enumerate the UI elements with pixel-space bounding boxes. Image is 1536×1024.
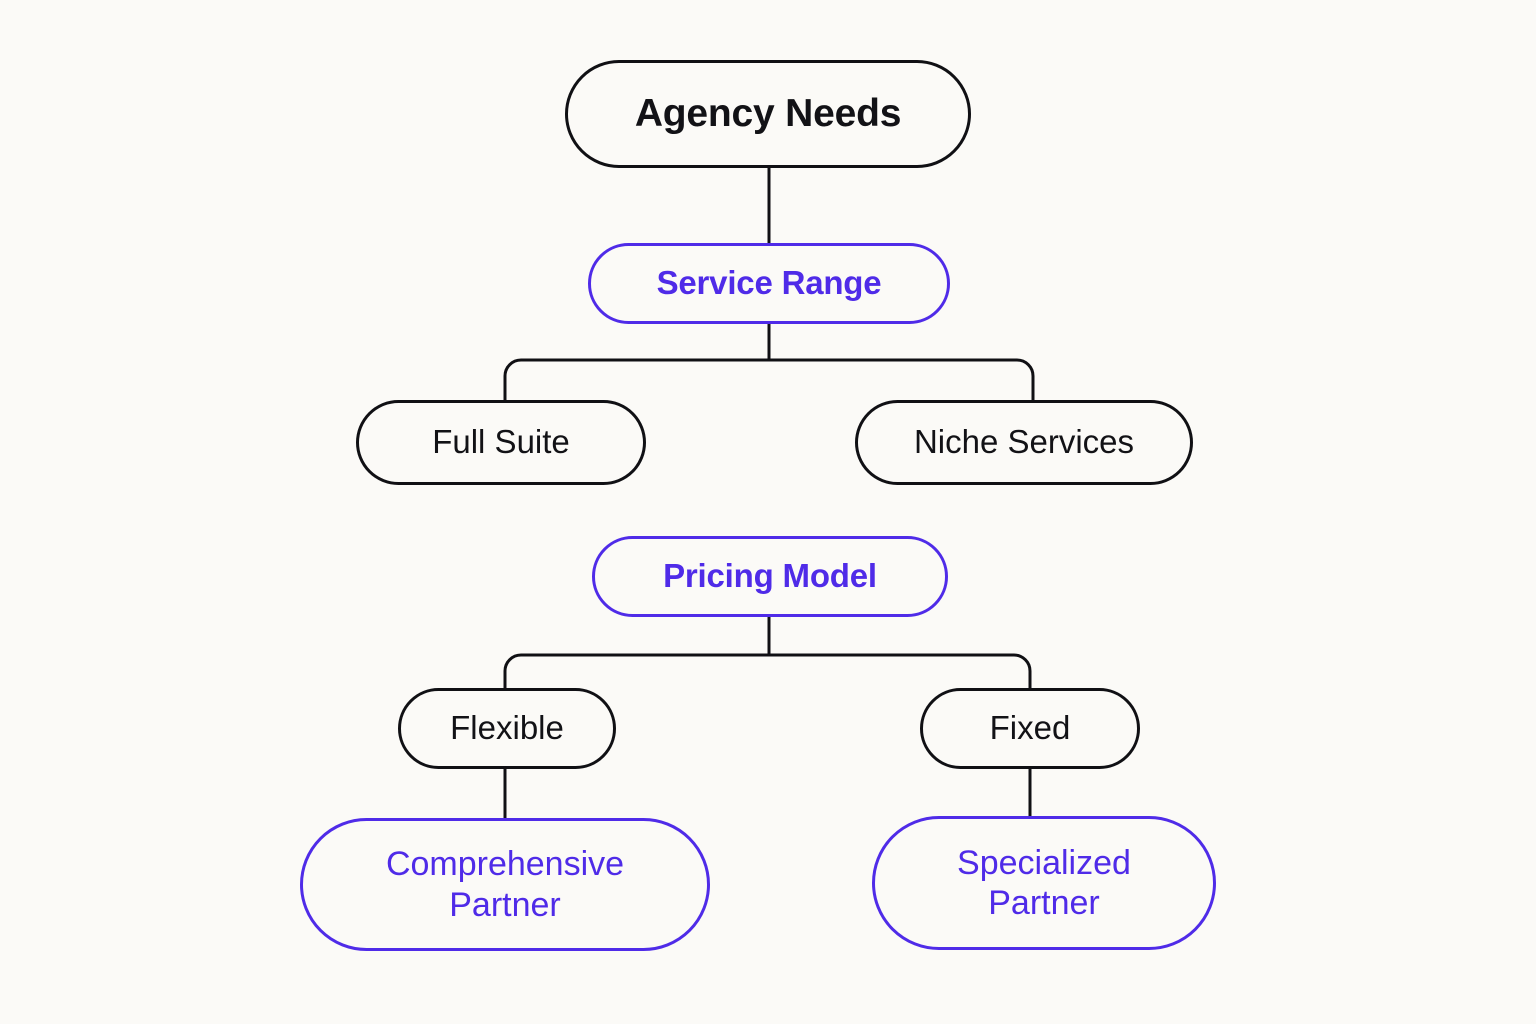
edge-service-range-to-niche-services bbox=[769, 358, 1035, 400]
node-comprehensive-partner[interactable]: Comprehensive Partner bbox=[300, 818, 710, 951]
node-service-range[interactable]: Service Range bbox=[588, 243, 950, 324]
edge-pricing-model-to-flexible bbox=[503, 653, 769, 688]
node-specialized-partner[interactable]: Specialized Partner bbox=[872, 816, 1216, 950]
edge-pricing-model-to-fixed bbox=[769, 653, 1032, 688]
edge-service-range-to-full-suite bbox=[503, 358, 769, 400]
node-fixed[interactable]: Fixed bbox=[920, 688, 1140, 769]
node-full-suite[interactable]: Full Suite bbox=[356, 400, 646, 485]
node-flexible[interactable]: Flexible bbox=[398, 688, 616, 769]
node-pricing-model[interactable]: Pricing Model bbox=[592, 536, 948, 617]
node-niche-services[interactable]: Niche Services bbox=[855, 400, 1193, 485]
node-agency-needs[interactable]: Agency Needs bbox=[565, 60, 971, 168]
